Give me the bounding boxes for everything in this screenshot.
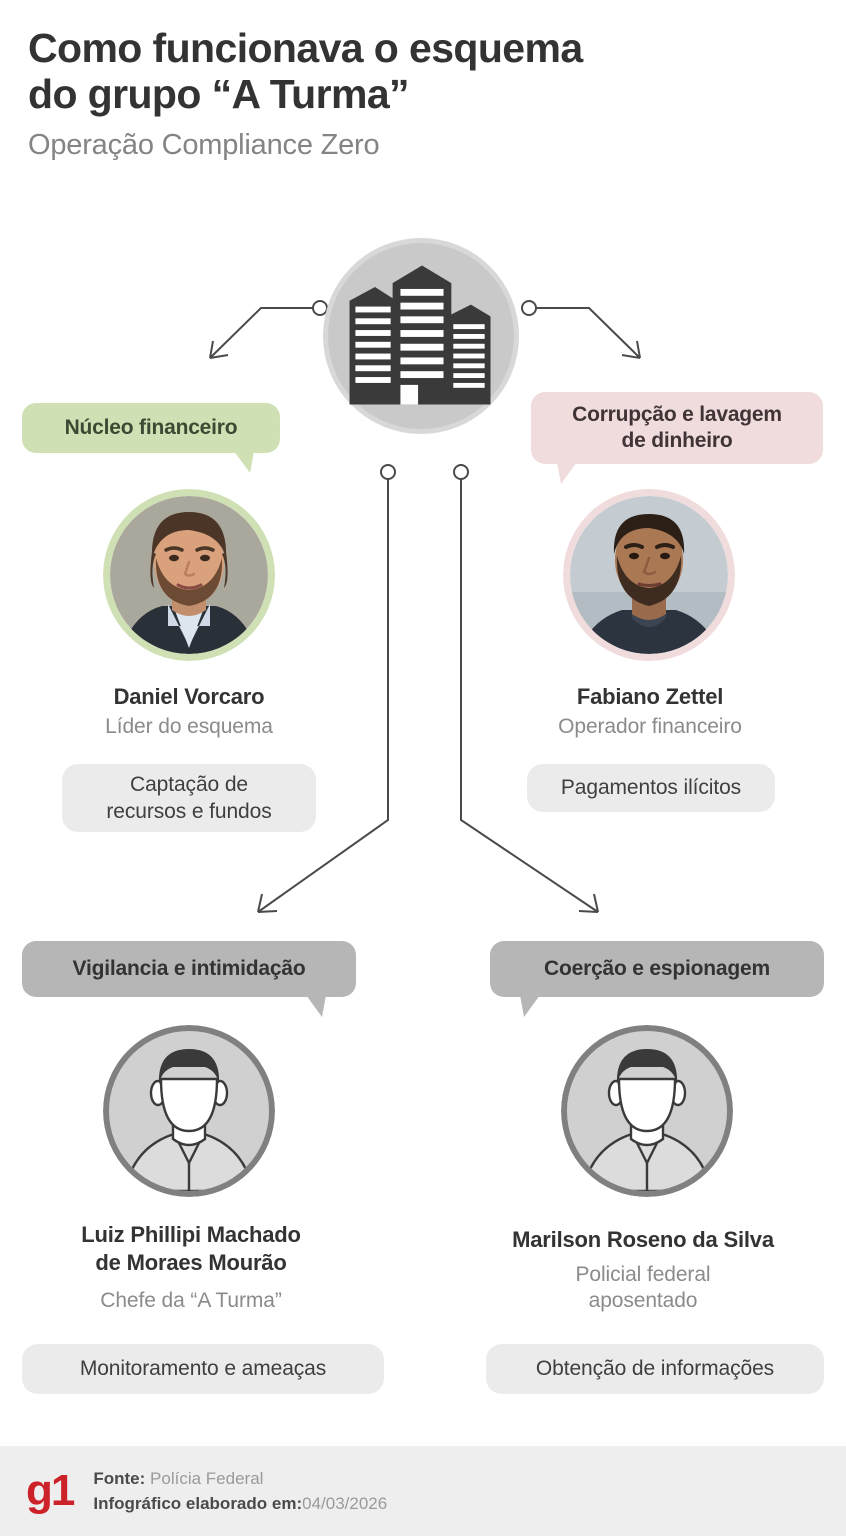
connector-path-left — [209, 307, 313, 359]
connector-arrowhead-lower-right — [578, 893, 599, 913]
avatar-ring — [563, 489, 735, 661]
avatar-ring — [103, 1025, 275, 1197]
page-subtitle: Operação Compliance Zero — [28, 128, 380, 161]
chip-line1: Captação de — [130, 772, 248, 796]
person-name-daniel-vorcaro: Daniel Vorcaro — [113, 684, 265, 709]
chip-line1: Monitoramento e ameaças — [79, 1357, 327, 1381]
organization-node — [323, 238, 519, 434]
footer-date-label: Infográfico elaborado em: — [93, 1494, 303, 1513]
person-role-line1: Policial federal — [575, 1263, 711, 1286]
footer-source-label: Fonte: — [93, 1468, 146, 1488]
badge-tail — [306, 995, 326, 1017]
person-name-line2: de Moraes Mourão — [95, 1249, 287, 1275]
badge-tail — [234, 451, 254, 473]
badge-label: Núcleo financeiro — [64, 416, 238, 440]
avatar-marilson-roseno-da-silva — [561, 1025, 733, 1197]
badge-coercao-espionagem: Coerção e espionagem — [490, 941, 824, 1017]
chip-line2: recursos e fundos — [106, 800, 272, 823]
person-role-luiz-phillipi-machado-de-moraes-mourao: Chefe da “A Turma” — [100, 1289, 282, 1312]
footer: g1 Fonte: Polícia Federal Infográfico el… — [0, 1446, 846, 1536]
footer-date-row: Infográfico elaborado em:04/03/2026 — [93, 1491, 387, 1517]
avatar-fabiano-zettel — [563, 489, 735, 661]
page-title-line2: do grupo “A Turma” — [28, 70, 410, 117]
person-name-line1: Luiz Phillipi Machado — [81, 1222, 301, 1247]
badge-vigilancia-intimidacao: Vigilancia e intimidação — [22, 941, 356, 1017]
person-name-luiz-phillipi-machado-de-moraes-mourao: Luiz Phillipi Machado de Moraes Mourão — [39, 1221, 343, 1276]
badge-corrupcao-lavagem: Corrupção e lavagem de dinheiro — [531, 392, 823, 484]
connector-arrowhead-left — [209, 340, 229, 359]
connector-arrowhead-lower-left — [257, 893, 278, 913]
person-role-daniel-vorcaro: Líder do esquema — [105, 715, 273, 738]
header: Como funcionava o esquema do grupo “A Tu… — [0, 0, 846, 163]
connector-path-right — [536, 307, 641, 359]
person-role-marilson-roseno-da-silva: Policial federal aposentado — [478, 1262, 808, 1315]
page-title: Como funcionava o esquema do grupo “A Tu… — [28, 25, 818, 118]
person-role-line2: aposentado — [588, 1289, 698, 1313]
avatar-ring — [103, 489, 275, 661]
badge-label: Coerção e espionagem — [544, 957, 770, 981]
chip-daniel-vorcaro-action: Captação de recursos e fundos — [62, 764, 316, 832]
badge-label-line1: Corrupção e lavagem — [572, 403, 782, 427]
chip-marilson-roseno-action: Obtenção de informações — [486, 1344, 824, 1394]
badge-nucleo-financeiro: Núcleo financeiro — [22, 403, 280, 473]
footer-date-value: 04/03/2026 — [302, 1494, 388, 1513]
person-role-fabiano-zettel: Operador financeiro — [558, 715, 742, 738]
footer-source-value: Polícia Federal — [150, 1468, 264, 1488]
g1-logo: g1 — [26, 1466, 75, 1515]
avatar-luiz-phillipi-machado-de-moraes-mourao — [103, 1025, 275, 1197]
footer-source-row: Fonte: Polícia Federal — [93, 1466, 387, 1492]
chip-line1: Pagamentos ilícitos — [560, 776, 742, 800]
badge-label-line2: de dinheiro — [621, 429, 733, 452]
avatar-daniel-vorcaro — [103, 489, 275, 661]
chip-luiz-phillipi-action: Monitoramento e ameaças — [22, 1344, 384, 1394]
chip-fabiano-zettel-action: Pagamentos ilícitos — [527, 764, 775, 812]
footer-credits: Fonte: Polícia Federal Infográfico elabo… — [93, 1466, 387, 1517]
badge-tail — [520, 995, 540, 1017]
connector-node-lower-right — [453, 464, 469, 480]
person-name-marilson-roseno-da-silva: Marilson Roseno da Silva — [512, 1227, 774, 1252]
badge-label: Vigilancia e intimidação — [72, 957, 306, 981]
connector-node-lower-left — [380, 464, 396, 480]
chip-line1: Obtenção de informações — [535, 1357, 775, 1381]
office-buildings-icon — [349, 265, 491, 405]
connector-node-right — [521, 300, 537, 316]
page-title-line1: Como funcionava o esquema — [28, 25, 583, 71]
person-name-fabiano-zettel: Fabiano Zettel — [576, 684, 724, 709]
connector-arrowhead-right — [621, 340, 641, 359]
avatar-ring — [561, 1025, 733, 1197]
badge-tail — [557, 462, 577, 484]
